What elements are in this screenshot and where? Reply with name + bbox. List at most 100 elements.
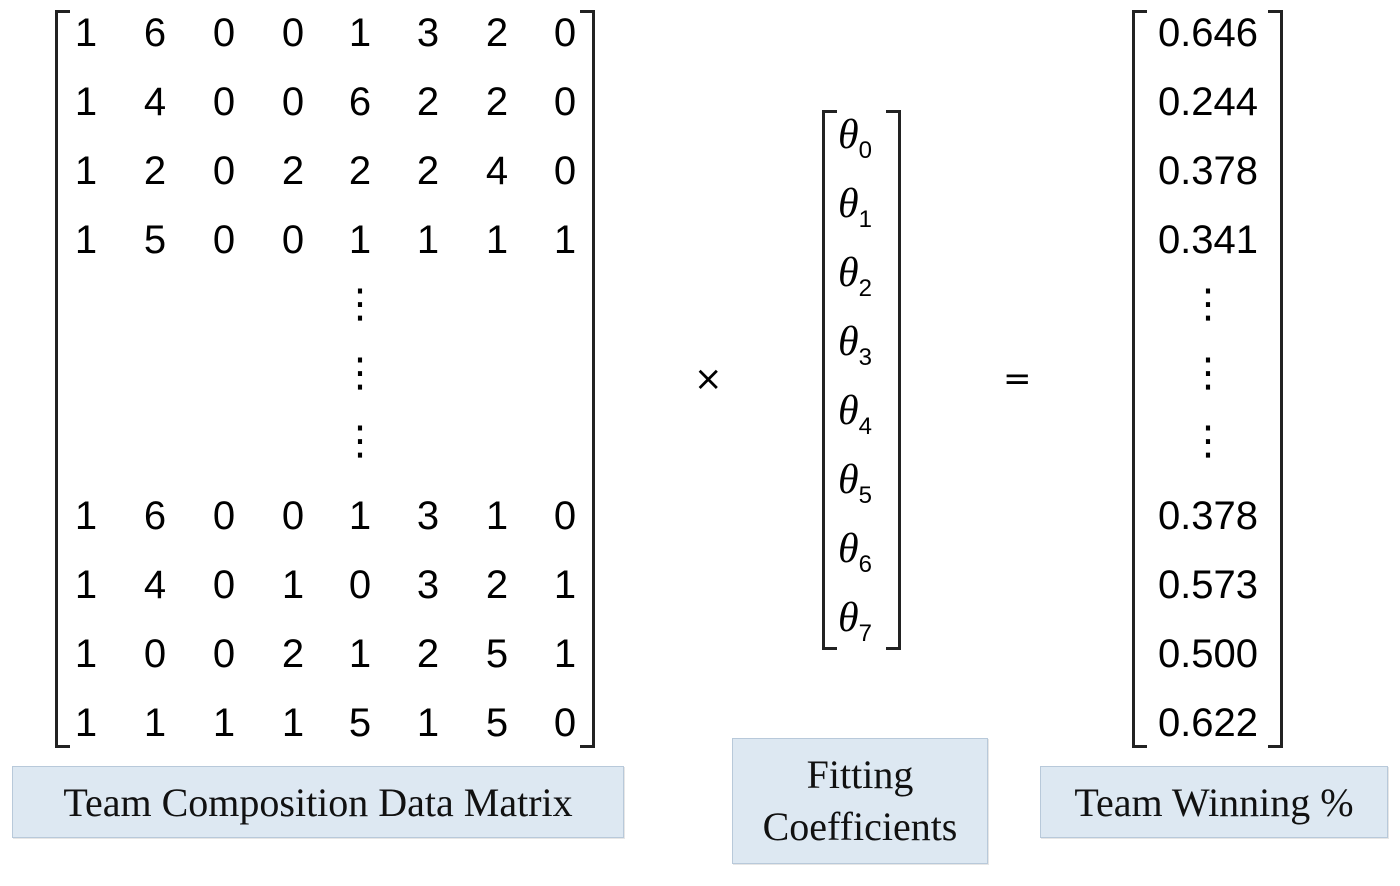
matrix-cell: 0: [281, 218, 305, 262]
theta-symbol: θ: [838, 526, 859, 572]
theta-subscript: 0: [858, 137, 872, 164]
matrix-cell: 0: [143, 632, 167, 676]
matrix-cell: 3: [416, 494, 440, 538]
matrix-cell: 1: [485, 494, 509, 538]
winning-value: 0.622: [1157, 701, 1259, 745]
matrix-cell: 0: [348, 563, 372, 607]
coefficients-caption-line2: Coefficients: [762, 804, 958, 849]
theta-symbol: θ: [838, 319, 859, 365]
matrix-cell: 5: [143, 218, 167, 262]
coefficient-theta: θ1: [838, 182, 898, 242]
coefficient-theta: θ0: [838, 113, 898, 173]
theta-subscript: 1: [858, 206, 872, 233]
theta-symbol: θ: [838, 250, 859, 296]
coefficient-theta: θ3: [838, 320, 898, 380]
matrix-cell: 1: [212, 701, 236, 745]
theta-subscript: 2: [858, 275, 872, 302]
matrix-cell: 2: [485, 80, 509, 124]
matrix-cell: 0: [281, 494, 305, 538]
theta-symbol: θ: [838, 595, 859, 641]
coefficient-theta: θ5: [838, 458, 898, 518]
matrix-cell: 1: [348, 218, 372, 262]
matrix-cell: 6: [143, 11, 167, 55]
winning-value: 0.573: [1157, 563, 1259, 607]
matrix-cell: 0: [212, 632, 236, 676]
matrix-cell: 1: [74, 149, 98, 193]
matrix-cell: 3: [416, 563, 440, 607]
matrix-cell: 1: [74, 218, 98, 262]
matrix-cell: 1: [74, 80, 98, 124]
theta-symbol: θ: [838, 457, 859, 503]
matrix-cell: 5: [485, 632, 509, 676]
winning-value: 0.500: [1157, 632, 1259, 676]
coefficient-theta: θ7: [838, 596, 898, 656]
matrix-cell: 4: [485, 149, 509, 193]
times-operator: ×: [694, 359, 723, 399]
matrix-cell: 4: [143, 80, 167, 124]
vertical-ellipsis: ⋮: [1188, 418, 1228, 464]
matrix-cell: 0: [281, 80, 305, 124]
matrix-cell: 1: [74, 494, 98, 538]
matrix-cell: 1: [553, 632, 577, 676]
matrix-cell: 1: [348, 632, 372, 676]
matrix-cell: 1: [416, 701, 440, 745]
theta-symbol: θ: [838, 388, 859, 434]
matrix-cell: 0: [553, 80, 577, 124]
matrix-cell: 1: [74, 701, 98, 745]
matrix-cell: 2: [485, 11, 509, 55]
winning-caption: Team Winning %: [1040, 766, 1388, 838]
winning-value: 0.646: [1157, 11, 1259, 55]
coef-right-bracket: [886, 110, 901, 650]
coefficients-caption: Fitting Coefficients: [732, 738, 988, 864]
matrix-cell: 2: [281, 149, 305, 193]
winning-value: 0.378: [1157, 494, 1259, 538]
matrix-cell: 2: [281, 632, 305, 676]
matrix-cell: 1: [143, 701, 167, 745]
vertical-ellipsis: ⋮: [340, 350, 380, 396]
matrix-cell: 4: [143, 563, 167, 607]
theta-symbol: θ: [838, 112, 859, 158]
theta-subscript: 6: [858, 551, 872, 578]
matrix-right-bracket: [580, 10, 595, 748]
matrix-cell: 6: [348, 80, 372, 124]
matrix-cell: 0: [212, 149, 236, 193]
winning-left-bracket: [1132, 10, 1147, 748]
matrix-cell: 0: [553, 701, 577, 745]
matrix-cell: 2: [416, 80, 440, 124]
matrix-cell: 6: [143, 494, 167, 538]
data-matrix-caption: Team Composition Data Matrix: [12, 766, 624, 838]
coefficient-theta: θ6: [838, 527, 898, 587]
matrix-cell: 0: [212, 563, 236, 607]
winning-value: 0.244: [1157, 80, 1259, 124]
winning-right-bracket: [1268, 10, 1283, 748]
matrix-cell: 2: [143, 149, 167, 193]
equals-operator: =: [1003, 359, 1032, 399]
vertical-ellipsis: ⋮: [1188, 350, 1228, 396]
matrix-cell: 5: [348, 701, 372, 745]
matrix-cell: 1: [281, 563, 305, 607]
matrix-cell: 5: [485, 701, 509, 745]
vertical-ellipsis: ⋮: [340, 418, 380, 464]
matrix-cell: 0: [212, 11, 236, 55]
matrix-cell: 1: [74, 632, 98, 676]
winning-value: 0.341: [1157, 218, 1259, 262]
matrix-left-bracket: [55, 10, 70, 748]
data-matrix-caption-text: Team Composition Data Matrix: [63, 779, 573, 825]
matrix-cell: 3: [416, 11, 440, 55]
theta-subscript: 5: [858, 482, 872, 509]
theta-subscript: 7: [858, 620, 872, 647]
matrix-cell: 1: [416, 218, 440, 262]
matrix-cell: 2: [485, 563, 509, 607]
coefficient-theta: θ2: [838, 251, 898, 311]
matrix-cell: 1: [348, 11, 372, 55]
matrix-cell: 1: [553, 218, 577, 262]
matrix-cell: 0: [212, 218, 236, 262]
matrix-cell: 1: [553, 563, 577, 607]
coefficient-theta: θ4: [838, 389, 898, 449]
matrix-cell: 2: [416, 149, 440, 193]
matrix-cell: 1: [74, 11, 98, 55]
coefficients-caption-line1: Fitting: [806, 752, 914, 797]
theta-subscript: 4: [858, 413, 872, 440]
matrix-cell: 2: [348, 149, 372, 193]
theta-subscript: 3: [858, 344, 872, 371]
